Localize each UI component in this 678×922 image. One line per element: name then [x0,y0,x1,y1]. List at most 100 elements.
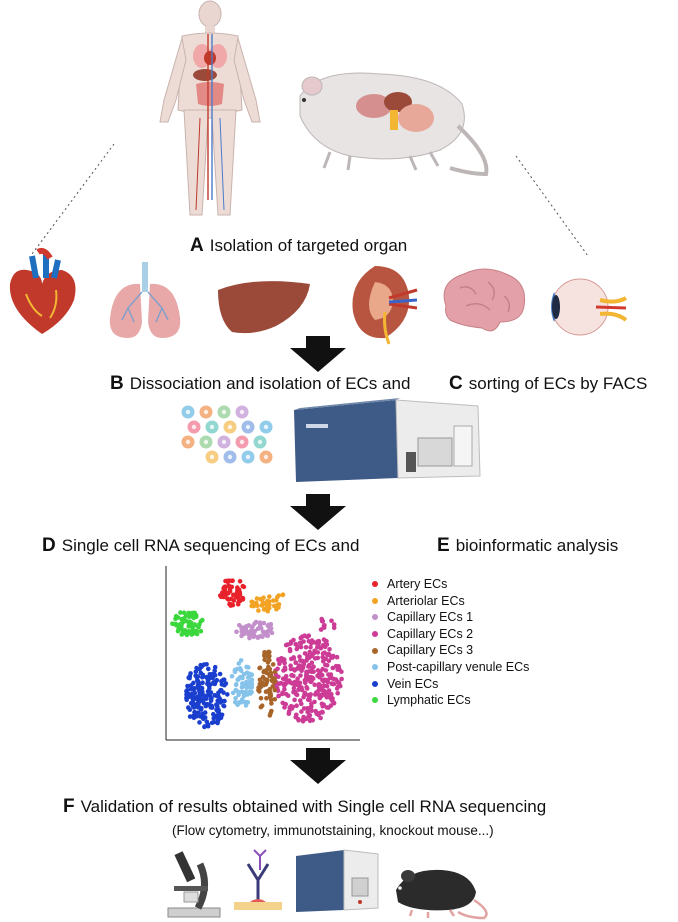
flow-cytometer-icon [296,849,379,912]
scatter-point [328,672,334,677]
scatter-point [184,632,190,638]
scatter-point [300,665,306,671]
scatter-point [299,709,304,714]
step-f-subtitle: (Flow cytometry, immunotstaining, knocko… [172,823,494,838]
scatter-point [179,632,185,637]
legend-entry: Lymphatic ECs [372,692,529,709]
scatter-point [301,694,306,700]
scatter-point [199,664,204,670]
scatter-point [279,656,284,661]
cluster-scatter-plot [165,566,360,741]
scatter-point [265,628,271,634]
scatter-point [297,680,303,686]
scatter-point [188,671,193,676]
scatter-point [316,682,322,687]
scatter-point [281,658,287,664]
scatter-point [185,688,190,693]
step-d-text: Single cell RNA sequencing of ECs and [61,536,360,555]
scatter-point [281,668,286,673]
scatter-point [331,625,337,631]
scatter-point [320,703,325,709]
dissociated-cells-icon [181,405,273,464]
scatter-point [319,709,325,715]
scatter-point [254,596,260,601]
scatter-point [301,706,307,711]
scatter-point [247,671,253,677]
eye-icon [551,278,628,336]
scatter-point [210,675,215,681]
scatter-point [176,627,181,632]
scatter-point [218,593,223,598]
scatter-point [320,684,325,690]
scatter-point [306,713,311,719]
scatter-point [239,626,244,632]
cell-nucleus [185,409,191,415]
scatter-point [268,626,274,631]
scatter-point [214,719,220,725]
scatter-point [259,703,265,708]
scatter-point [190,611,195,616]
scatter-point [255,634,261,640]
legend-marker [372,664,378,671]
scatter-point [267,594,272,599]
scatter-point [186,614,192,619]
scatter-point [237,700,242,705]
scatter-point [272,679,278,684]
scatter-point [205,723,211,729]
scatter-point [244,624,249,629]
legend-marker [372,614,378,621]
scatter-point [229,674,235,679]
scatter-point [268,670,274,676]
scatter-point [262,631,268,637]
scatter-point [204,719,210,725]
scatter-point [211,671,217,676]
legend-label: Lymphatic ECs [387,693,471,708]
scatter-point [312,656,318,661]
scatter-point [266,649,271,655]
scatter-point [255,626,261,632]
scatter-point [286,709,292,714]
step-b-letter: B [110,373,124,394]
step-f-text: Validation of results obtained with Sing… [80,797,547,816]
scatter-point [334,654,340,660]
scatter-point [185,619,191,625]
scatter-point [222,584,227,590]
scatter-point [234,629,239,635]
scatter-point [225,692,230,697]
scatter-point [190,627,196,633]
scatter-point [309,660,315,665]
scatter-point [287,646,293,652]
scatter-point [299,685,304,690]
scatter-point [294,646,300,652]
legend-marker [372,697,378,704]
scatter-point [306,639,312,644]
scatter-point [240,681,245,686]
cell-nucleus [263,424,269,430]
scatter-point [193,673,198,678]
scatter-point [267,713,273,718]
scatter-point [257,689,262,694]
scatter-point [223,578,228,584]
scatter-point [249,677,255,683]
cell-nucleus [221,439,227,445]
scatter-point [264,696,269,701]
scatter-point [296,664,301,669]
scatter-point [237,598,243,604]
scatter-point [226,578,232,583]
scatter-point [221,703,227,709]
scatter-point [291,637,296,643]
scatter-point [239,697,245,702]
step-a-letter: A [190,235,204,256]
scatter-point [336,664,341,669]
scatter-point [218,715,224,720]
scatter-point [299,634,305,639]
scatter-point [216,693,221,699]
scatter-point [194,678,200,683]
scatter-point [305,709,310,715]
scatter-point [302,678,308,683]
knockout-mouse-icon [396,869,488,920]
scatter-point [266,605,272,611]
legend-entry: Capillary ECs 1 [372,609,529,626]
cell-nucleus [227,454,233,460]
